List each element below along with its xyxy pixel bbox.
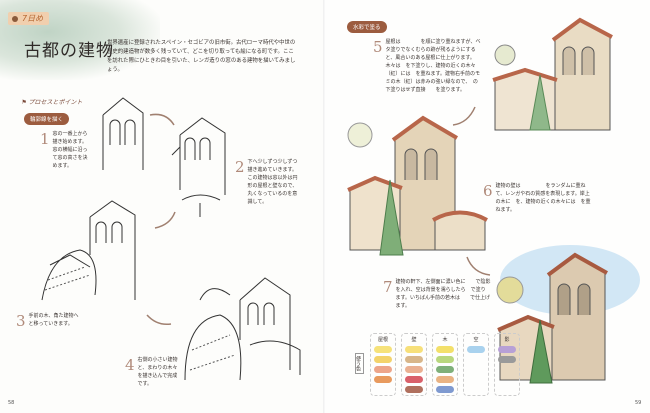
color-swatch (405, 366, 423, 373)
step-number: 1 (40, 130, 50, 148)
step-number: 5 (373, 38, 383, 56)
step-text: 右側の小さい建物と、まわりの木々を描き込んで完成です。 (137, 357, 178, 387)
color-swatch (436, 376, 454, 383)
color-swatch (405, 346, 423, 353)
color-swatch (374, 366, 392, 373)
palette-label: 使う色 (355, 353, 364, 374)
day-badge: 7日め (8, 12, 50, 25)
step-text: 手前の木、角た建物へと移っていきます。 (28, 313, 79, 327)
color-swatch (498, 356, 516, 363)
palette-column-name: 屋根 (377, 337, 388, 343)
page-number-right: 59 (635, 400, 642, 406)
color-swatch (498, 346, 516, 353)
painting-step-7 (496, 245, 640, 384)
arrow-1-to-2 (149, 113, 175, 126)
step-number: 3 (16, 312, 26, 330)
color-swatch (436, 366, 454, 373)
process-heading: ⚑ プロセスとポイント (22, 99, 83, 106)
color-swatch (374, 346, 392, 353)
sketch-step-2 (171, 117, 226, 217)
sketch-step-4 (184, 277, 301, 381)
sketch-step-3 (41, 200, 136, 301)
color-swatch (405, 356, 423, 363)
color-swatch (374, 356, 392, 363)
palette-column-name: 木 (442, 337, 448, 343)
section-pill-outline: 輪郭線を描く (24, 113, 70, 125)
color-swatch (436, 356, 454, 363)
color-swatch (467, 346, 485, 353)
palette-column-name: 影 (504, 337, 510, 343)
arrow-2-to-3 (154, 211, 176, 229)
color-swatch (436, 346, 454, 353)
color-swatch (405, 376, 423, 383)
palette-column-3: 空 (463, 333, 489, 396)
page-title: 古都の建物 (24, 41, 114, 61)
palette-column-name: 空 (473, 337, 479, 343)
step-number: 6 (483, 182, 493, 200)
step-text: 下へ少しずつ少しずつ描き進めていきます。この建物は窓以外は円形の屋根と壁なので、… (247, 159, 298, 205)
step-text: 建物の壁は をランダムに重ねて、レンガや石の質感を表現します。岸上の木に を、建… (495, 183, 591, 213)
step-number: 4 (125, 356, 135, 374)
palette-column-2: 木 (432, 333, 458, 396)
color-swatch (436, 386, 454, 393)
color-swatch (405, 386, 423, 393)
palette-column-name: 壁 (411, 337, 417, 343)
step-text: 建物の軒下、左側面に濃い色に で陰影を入れ、空は背景を濡らしたら で塗ります。い… (395, 279, 491, 309)
step-text: 屋根は を順に塗り重ねますが、ベタ塗りでなくむらの跡が残るようにすると、風合いの… (385, 39, 481, 93)
left-page: 7日め 古都の建物 世界遺産に登録されたスペイン・セゴビアの旧市街。古代ローマ時… (0, 0, 301, 406)
step-number: 7 (383, 278, 393, 296)
palette-column-4: 影 (494, 333, 520, 396)
process-heading-text: プロセスとポイント (28, 99, 83, 106)
section-pill-watercolor: 水彩で塗る (347, 21, 387, 33)
step-number: 2 (235, 158, 245, 176)
painting-step-6 (347, 115, 488, 256)
palette-column-0: 屋根 (370, 333, 396, 396)
color-palette: 使う色 屋根 壁 木 空 影 (355, 333, 520, 396)
intro-text: 世界遺産に登録されたスペイン・セゴビアの旧市街。古代ローマ時代や中世の歴史的建造… (107, 40, 296, 73)
color-swatch (374, 376, 392, 383)
painting-step-5 (492, 17, 613, 131)
arrow-3-to-4 (146, 314, 172, 326)
step-text: 窓の一番上から描き始めます。窓の横幅に沿って窓の高さを決めます。 (52, 131, 88, 169)
sketch-step-1 (102, 97, 144, 170)
palette-column-1: 壁 (401, 333, 427, 396)
arrow-5-to-6 (452, 106, 476, 126)
arrow-6-to-7 (466, 256, 491, 276)
page-number-left: 58 (8, 400, 15, 406)
